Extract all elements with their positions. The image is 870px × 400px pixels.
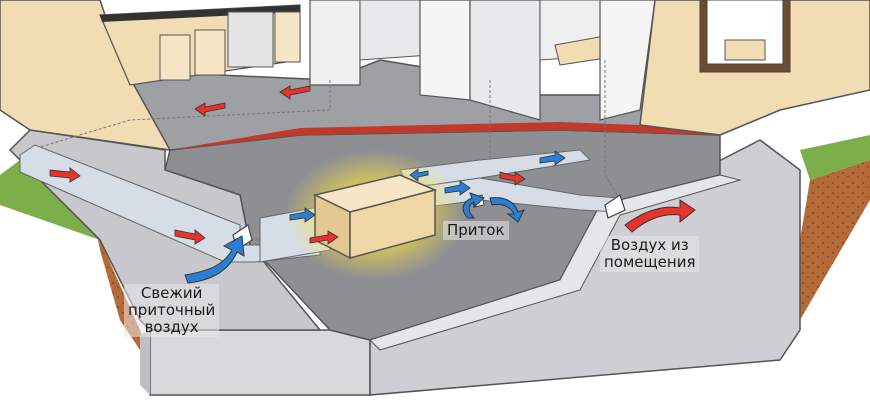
kitchen-cabinets	[99, 4, 301, 86]
fresh-air-label-line2: приточный	[128, 301, 216, 319]
left-house-wall	[0, 0, 172, 151]
supply-inflow-arrow	[462, 192, 485, 219]
fresh-air-inflow-arrow	[184, 235, 245, 284]
right-ground	[790, 135, 870, 320]
fresh-air-label: Свежий приточный воздух	[124, 284, 220, 337]
supply-outflow-arrow	[489, 197, 525, 223]
room-air-label: Воздух из помещения	[600, 236, 700, 272]
fresh-air-label-line1: Свежий	[140, 284, 203, 302]
room-air-label-line2: помещения	[604, 253, 696, 271]
right-house-wall	[639, 0, 870, 136]
hrv-unit	[312, 174, 438, 260]
red-arrows	[49, 85, 526, 245]
fresh-air-label-line3: воздух	[144, 318, 199, 336]
large-flow-arrows	[184, 192, 696, 284]
room-air-label-line1: Воздух из	[610, 236, 689, 254]
blue-arrows	[289, 150, 566, 223]
room-air-exhaust-arrow	[624, 199, 696, 233]
supply-label: Приток	[443, 221, 509, 240]
interior-partitions	[309, 0, 656, 121]
